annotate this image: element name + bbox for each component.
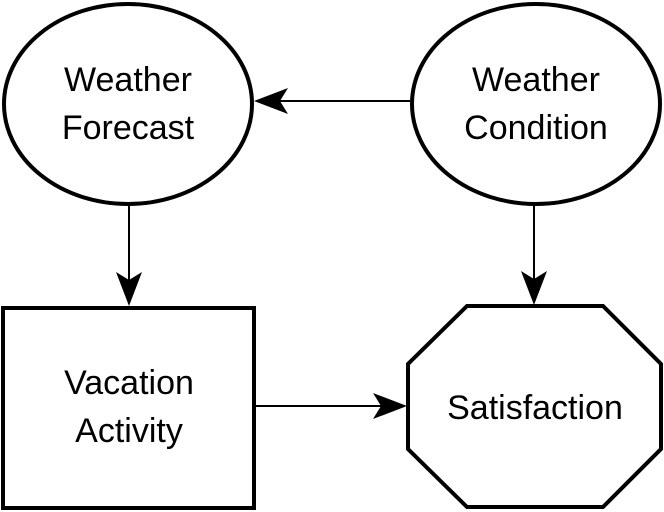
node-weather-forecast: Weather Forecast — [2, 2, 254, 206]
node-weather-condition: Weather Condition — [410, 2, 662, 206]
arrowhead-forecast-to-activity — [116, 272, 142, 306]
arrowhead-condition-to-forecast — [254, 88, 288, 114]
weather-condition-label-line-1: Weather — [472, 61, 600, 99]
satisfaction-label: Satisfaction — [447, 389, 623, 427]
edges — [116, 88, 547, 419]
weather-forecast-label-line-1: Weather — [64, 61, 192, 99]
vacation-activity-rectangle — [1, 306, 256, 510]
vacation-activity-label-line-1: Vacation — [64, 364, 194, 402]
weather-forecast-label-line-2: Forecast — [62, 109, 195, 147]
node-satisfaction: Satisfaction — [406, 304, 663, 509]
arrowhead-condition-to-satisfaction — [521, 271, 547, 305]
weather-condition-ellipse — [410, 2, 662, 206]
weather-condition-label-line-2: Condition — [464, 109, 608, 147]
weather-forecast-ellipse — [2, 2, 254, 206]
satisfaction-octagon — [406, 304, 663, 509]
vacation-activity-label-line-2: Activity — [75, 412, 183, 450]
node-vacation-activity: Vacation Activity — [1, 306, 256, 510]
arrowhead-activity-to-satisfaction — [373, 393, 407, 419]
